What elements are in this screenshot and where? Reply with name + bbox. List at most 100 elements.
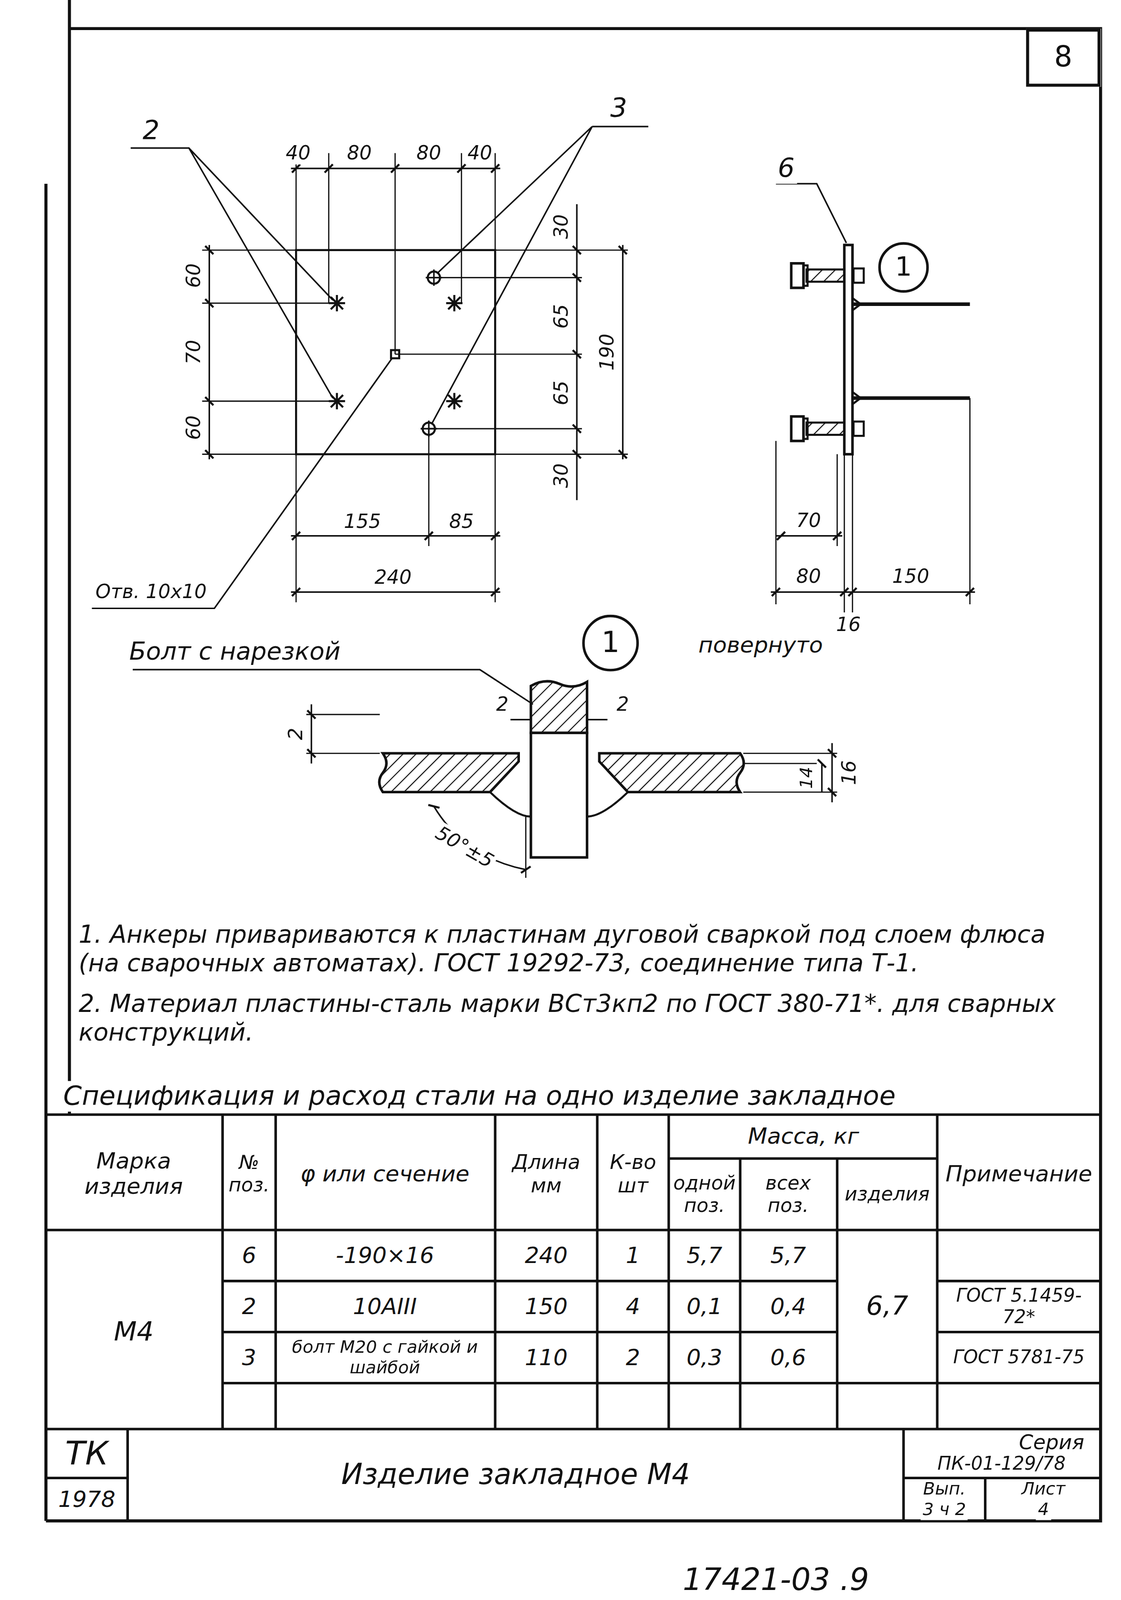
leader-line — [775, 183, 847, 244]
weld — [489, 792, 628, 817]
title-block-text: 1978 — [56, 1486, 118, 1513]
table-cell: болт М20 с гайкой и шайбой — [277, 1337, 493, 1378]
anchor-symbol — [445, 392, 463, 410]
dimension-line — [290, 167, 500, 170]
table-grid — [45, 1114, 1101, 1479]
dimension-value: 60 — [182, 413, 206, 443]
leader-line — [132, 669, 533, 705]
dimension-line — [208, 244, 211, 460]
title-block-text: ПК-01-129/78 — [935, 1453, 1068, 1475]
dimension-value: 50°±5 — [429, 821, 499, 875]
table-cell: 110 — [522, 1344, 570, 1371]
extension-lines — [775, 398, 970, 613]
sheet-frame — [45, 0, 1101, 1522]
title-block-text: ТК — [63, 1435, 111, 1473]
table-cell: изделия — [838, 1183, 936, 1206]
dimension-value: 65 — [550, 378, 573, 408]
table-cell: Марка изделия — [57, 1148, 211, 1200]
callout-number: 8 — [1054, 41, 1073, 75]
nut — [853, 421, 864, 436]
table-cell: № поз. — [223, 1151, 275, 1196]
dimension-line — [290, 535, 500, 537]
extension-lines — [306, 714, 381, 754]
table-cell: ГОСТ 5781-75 — [942, 1347, 1096, 1369]
title-block-text: Лист — [1019, 1479, 1068, 1500]
plate-section — [844, 244, 853, 455]
table-cell: Примечание — [942, 1161, 1096, 1187]
anchor-symbol — [445, 295, 463, 312]
callout-number: 1 — [895, 252, 912, 283]
dimension-value: 155 — [341, 510, 383, 533]
extension-lines — [395, 250, 629, 455]
bolt-thread — [530, 681, 588, 733]
table-cell: 5,7 — [768, 1242, 808, 1269]
table-cell: 3 — [240, 1344, 259, 1371]
table-cell: 10АIII — [350, 1293, 419, 1320]
dimension-value: 16 — [838, 758, 861, 788]
callout-number: 2 — [140, 115, 162, 147]
leader-line — [130, 148, 333, 399]
extension-lines — [296, 428, 496, 603]
table-cell: ГОСТ 5.1459-72* — [942, 1285, 1096, 1328]
dimension-value: 80 — [794, 565, 824, 589]
dimension-value: 65 — [550, 302, 573, 331]
callout-circle: 1 — [877, 242, 930, 294]
table-cell: 240 — [522, 1242, 570, 1269]
table-cell: всех поз. — [742, 1172, 835, 1217]
table-cell: 5,7 — [684, 1242, 725, 1269]
dimension-line — [290, 591, 500, 593]
circle-outline — [583, 616, 638, 671]
dimension-value: 85 — [446, 510, 476, 533]
nut — [853, 268, 864, 283]
title-block-text: 4 — [1036, 1500, 1052, 1521]
callout-number: 6 — [775, 153, 797, 184]
table-cell: -190×16 — [333, 1242, 437, 1269]
table-cell: 2 — [623, 1344, 643, 1371]
dimension-value: 150 — [889, 565, 931, 589]
nut — [791, 416, 804, 441]
callout-number: 1 — [601, 626, 620, 660]
bolt-shank — [806, 422, 845, 435]
dimension-value: 30 — [550, 212, 573, 242]
extension-lines — [296, 153, 496, 355]
table-cell: Длина мм — [500, 1150, 593, 1198]
dimension-value: 2 — [614, 693, 631, 716]
table-cell: 1 — [623, 1242, 643, 1269]
leader-line — [432, 126, 649, 424]
dimension-value: 40 — [465, 141, 495, 165]
table-cell: 4 — [623, 1293, 643, 1320]
anchor-bar — [852, 304, 971, 399]
extension-lines — [201, 250, 337, 455]
callout-number: 3 — [608, 93, 630, 124]
table-cell: одной поз. — [669, 1172, 740, 1217]
archive-number: 17421-03 .9 — [680, 1562, 872, 1598]
table-cell: 0,3 — [684, 1344, 725, 1371]
dimension-value: 16 — [834, 613, 863, 636]
dimension-value: 240 — [372, 566, 414, 590]
dimension-line — [576, 204, 578, 501]
weld — [852, 297, 861, 404]
title-block-text: 3 ч 2 — [920, 1500, 968, 1521]
callout-circle: 1 — [581, 614, 640, 672]
dimension-value: 80 — [414, 141, 444, 165]
dimension-value: 60 — [182, 261, 206, 290]
table-cell: 6,7 — [864, 1291, 911, 1322]
bolt-body — [530, 732, 588, 858]
sheet-number-box: 8 — [1025, 28, 1101, 87]
dimension-line — [310, 704, 313, 764]
dimension-line — [821, 763, 823, 793]
table-cell: 2 — [240, 1293, 259, 1320]
table-cell: 0,4 — [768, 1293, 808, 1320]
table-cell: 150 — [522, 1293, 570, 1320]
title-block-text: Изделие закладное М4 — [338, 1459, 692, 1492]
table-cell: 6 — [240, 1242, 259, 1269]
nut — [791, 263, 804, 288]
dimension-line — [510, 719, 608, 721]
dimension-value: 30 — [550, 461, 573, 490]
dimension-value: 2 — [494, 693, 511, 716]
dimension-value: 190 — [596, 331, 619, 373]
title-block-text: Серия — [1016, 1430, 1087, 1455]
table-cell: Масса, кг — [745, 1123, 862, 1150]
table-cell: 0,1 — [684, 1293, 725, 1320]
center-mark — [391, 349, 400, 359]
